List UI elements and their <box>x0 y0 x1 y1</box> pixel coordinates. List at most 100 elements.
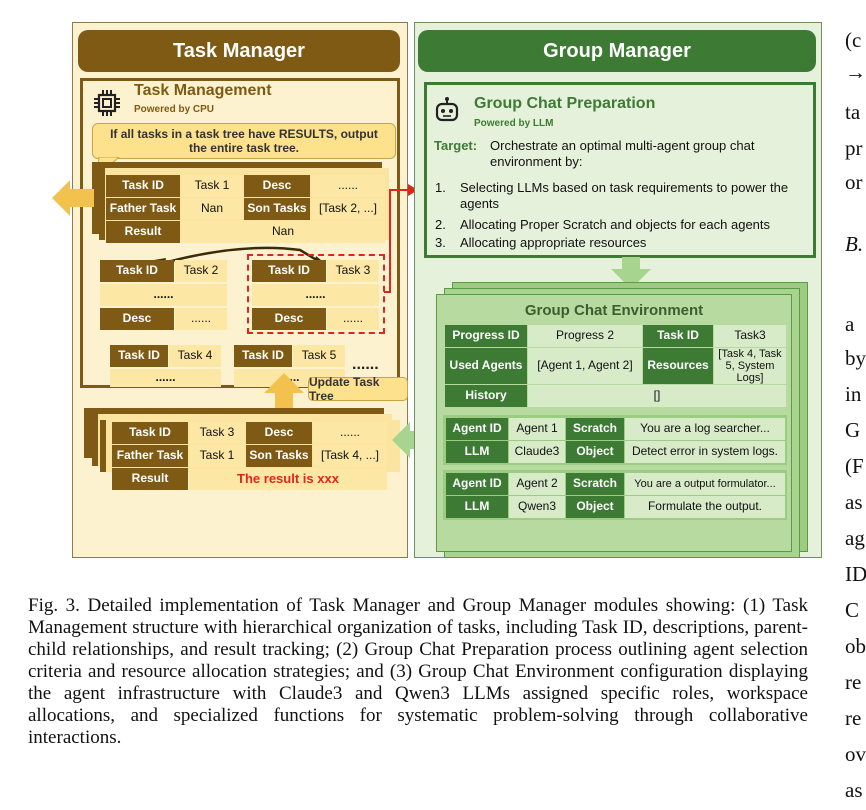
root-task-id-label: Task ID <box>106 175 180 197</box>
task4-dots: ...... <box>110 369 221 387</box>
task3-desc-value: ...... <box>327 308 379 330</box>
right-col-4: or <box>845 170 863 194</box>
prep-item-2-number: 2. <box>435 217 446 232</box>
env-progress-value: Progress 2 <box>528 325 642 347</box>
target-text: Orchestrate an optimal multi-agent group… <box>490 138 755 169</box>
bottom-desc-label: Desc <box>246 422 312 444</box>
root-son-value: [Task 2, ...] <box>311 198 385 220</box>
root-father-label: Father Task <box>106 198 180 220</box>
agent1-llm-label: LLM <box>446 441 508 463</box>
right-col-18: ov <box>845 742 866 766</box>
task3-highlight <box>247 254 385 334</box>
prep-item-1-number: 1. <box>435 180 446 195</box>
right-col-3: pr <box>845 136 863 160</box>
agent1-scratch-value: You are a log searcher... <box>625 418 785 440</box>
env-agents-label: Used Agents <box>445 348 527 384</box>
task5-id-label: Task ID <box>234 345 292 367</box>
agent1-object-value: Detect error in system logs. <box>625 441 785 463</box>
prep-item-1: Selecting LLMs based on task requirement… <box>460 180 789 211</box>
right-col-8: in <box>845 382 862 406</box>
task2-id-label: Task ID <box>100 260 174 282</box>
task2-desc-value: ...... <box>175 308 227 330</box>
prep-down-arrow <box>611 257 651 289</box>
task3-id-value: Task 3 <box>327 260 379 282</box>
root-father-value: Nan <box>181 198 243 220</box>
agent2-llm-label: LLM <box>446 496 508 518</box>
bottom-father-label: Father Task <box>112 445 188 467</box>
root-desc-value: ...... <box>311 175 385 197</box>
task-manager-title: Task Manager <box>78 30 400 72</box>
right-col-10: (F <box>845 454 864 478</box>
prep-item-2: Allocating Proper Scratch and objects fo… <box>460 217 771 232</box>
root-son-label: Son Tasks <box>244 198 310 220</box>
right-col-14: C <box>845 598 860 622</box>
task2-desc-label: Desc <box>100 308 174 330</box>
prep-powered: Powered by LLM <box>474 118 554 129</box>
right-col-2: ta <box>845 100 861 124</box>
env-resources-value: [Task 4, Task 5, System Logs] <box>714 348 786 384</box>
prep-title: Group Chat Preparation <box>474 95 656 112</box>
agent2-scratch-value: You are a output formulator... <box>625 473 785 495</box>
env-agents-value: [Agent 1, Agent 2] <box>528 348 642 384</box>
more-tasks-dots: ...... <box>352 356 379 373</box>
root-result-value: Nan <box>181 221 385 243</box>
task4-id-value: Task 4 <box>169 345 221 367</box>
env-history-value: [] <box>528 385 786 407</box>
output-arrow <box>52 180 94 216</box>
right-col-16: re <box>845 670 862 694</box>
agent2-id-label: Agent ID <box>446 473 508 495</box>
group-manager-title: Group Manager <box>418 30 816 72</box>
prep-item-3-number: 3. <box>435 235 446 250</box>
root-result-label: Result <box>106 221 180 243</box>
task3-route-arrow <box>384 184 418 293</box>
agent2-object-value: Formulate the output. <box>625 496 785 518</box>
env-history-label: History <box>445 385 527 407</box>
agent1-llm-value: Claude3 <box>509 441 565 463</box>
bottom-father-value: Task 1 <box>189 445 245 467</box>
right-col-5: B. <box>845 232 864 256</box>
right-col-19: as <box>845 778 863 802</box>
agent2-llm-value: Qwen3 <box>509 496 565 518</box>
right-col-11: as <box>845 490 863 514</box>
prep-item-3: Allocating appropriate resources <box>460 235 647 250</box>
env-title: Group Chat Environment <box>524 302 704 319</box>
right-col-6: a <box>845 312 855 336</box>
bottom-task-id-label: Task ID <box>112 422 188 444</box>
env-resources-label: Resources <box>643 348 713 384</box>
env-task-label: Task ID <box>643 325 713 347</box>
agent1-id-label: Agent ID <box>446 418 508 440</box>
task2-dots: ...... <box>100 284 227 306</box>
right-col-1: → <box>845 60 866 84</box>
task3-id-label: Task ID <box>252 260 326 282</box>
task3-dots: ...... <box>252 284 379 306</box>
bottom-result-label: Result <box>112 468 188 490</box>
agent1-id-value: Agent 1 <box>509 418 565 440</box>
right-col-9: G <box>845 418 861 442</box>
agent2-object-label: Object <box>566 496 624 518</box>
agent1-scratch-label: Scratch <box>566 418 624 440</box>
root-desc-label: Desc <box>244 175 310 197</box>
env-progress-label: Progress ID <box>445 325 527 347</box>
bottom-result-value: The result is xxx <box>189 468 387 490</box>
agent2-scratch-label: Scratch <box>566 473 624 495</box>
bottom-task-id-value: Task 3 <box>189 422 245 444</box>
agent1-object-label: Object <box>566 441 624 463</box>
right-col-13: ID <box>845 562 866 586</box>
task5-id-value: Task 5 <box>293 345 345 367</box>
task2-id-value: Task 2 <box>175 260 227 282</box>
right-col-17: re <box>845 706 862 730</box>
cpu-chip-icon <box>94 90 120 116</box>
bottom-son-value: [Task 4, ...] <box>313 445 387 467</box>
task-management-powered: Powered by CPU <box>134 104 215 115</box>
task3-desc-label: Desc <box>252 308 326 330</box>
update-task-tree-callout: Update Task Tree <box>308 375 408 403</box>
robot-icon <box>435 97 459 122</box>
env-task-value: Task3 <box>714 325 786 347</box>
figure-caption: Fig. 3. Detailed implementation of Task … <box>28 595 808 748</box>
task4-id-label: Task ID <box>110 345 168 367</box>
right-col-7: by <box>845 346 866 370</box>
right-col-12: ag <box>845 526 865 550</box>
bottom-desc-value: ...... <box>313 422 387 444</box>
root-task-id-value: Task 1 <box>181 175 243 197</box>
right-col-0: (c <box>845 28 862 52</box>
